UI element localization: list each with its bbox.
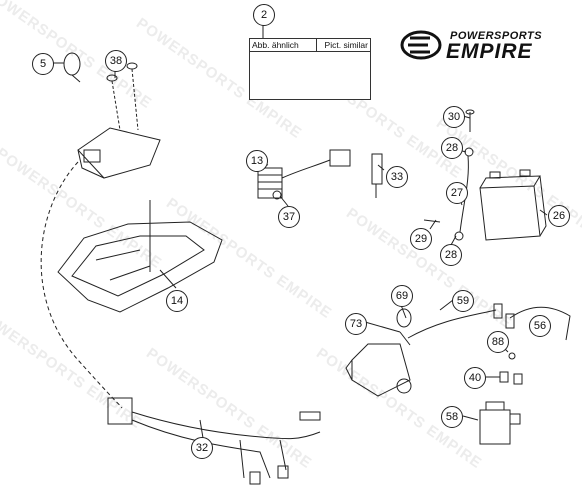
- logo-top-text: POWERSPORTS: [450, 30, 543, 42]
- callout-26: 26: [548, 205, 570, 227]
- callout-28-top: 28: [441, 137, 463, 159]
- callout-13: 13: [246, 150, 268, 172]
- callout-37: 37: [278, 206, 300, 228]
- callout-88: 88: [487, 331, 509, 353]
- note-label-english: Pict. similar: [324, 40, 368, 50]
- callout-29: 29: [410, 228, 432, 250]
- callout-2: 2: [253, 4, 275, 26]
- note-label-german: Abb. ähnlich: [252, 40, 299, 50]
- callout-32: 32: [191, 437, 213, 459]
- callout-40: 40: [464, 367, 486, 389]
- callout-5: 5: [32, 53, 54, 75]
- callout-30: 30: [443, 106, 465, 128]
- callout-56: 56: [529, 315, 551, 337]
- callout-58: 58: [441, 406, 463, 428]
- similar-note-box: Abb. ähnlich Pict. similar: [249, 38, 371, 100]
- callout-27: 27: [446, 182, 468, 204]
- note-divider-vertical: [316, 39, 317, 51]
- callout-38: 38: [105, 50, 127, 72]
- callout-73: 73: [345, 313, 367, 335]
- callout-14: 14: [166, 290, 188, 312]
- callout-59: 59: [452, 290, 474, 312]
- logo-main-text: EMPIRE: [446, 40, 533, 63]
- callout-69: 69: [391, 285, 413, 307]
- logo-emblem-icon: [400, 30, 442, 60]
- callout-33: 33: [386, 166, 408, 188]
- note-divider-horizontal: [250, 51, 370, 52]
- brand-logo: POWERSPORTS EMPIRE: [398, 28, 566, 64]
- callout-28-bottom: 28: [440, 244, 462, 266]
